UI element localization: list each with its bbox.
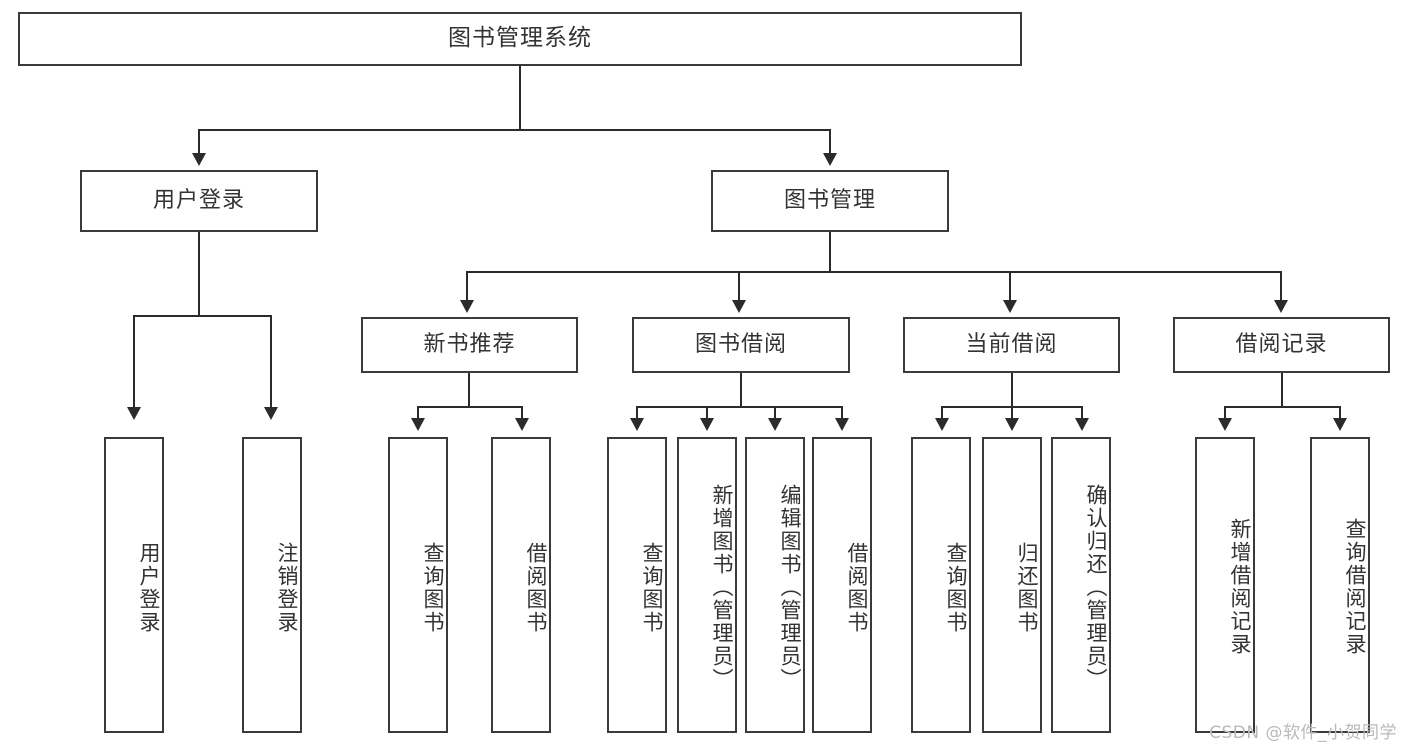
node-label: 用户登录 bbox=[152, 187, 245, 213]
leaf-bb-borrow-book[interactable]: 借阅图书 bbox=[812, 437, 872, 733]
node-label: 查询图书 bbox=[944, 542, 968, 634]
node-label: 新书推荐 bbox=[423, 331, 516, 357]
arrow-nbr-to-leaf-1 bbox=[411, 418, 425, 431]
connector-nbr-bus bbox=[417, 406, 522, 408]
node-label: 图书管理 bbox=[783, 187, 876, 213]
node-user-login[interactable]: 用户登录 bbox=[80, 170, 318, 232]
arrow-br-to-leaf-1 bbox=[1218, 418, 1232, 431]
connector-br-bus bbox=[1224, 406, 1340, 408]
arrow-bm-to-borrow-record bbox=[1274, 300, 1288, 313]
node-root-book-management-system[interactable]: 图书管理系统 bbox=[18, 12, 1022, 66]
node-label: 借阅记录 bbox=[1235, 331, 1328, 357]
node-borrow-record[interactable]: 借阅记录 bbox=[1173, 317, 1390, 373]
connector-bm-to-new-book bbox=[466, 271, 468, 303]
node-new-book-recommend[interactable]: 新书推荐 bbox=[361, 317, 578, 373]
leaf-br-add-record[interactable]: 新增借阅记录 bbox=[1195, 437, 1255, 733]
connector-book-management-stem bbox=[829, 232, 831, 272]
connector-user-login-stem bbox=[198, 232, 200, 316]
connector-bm-to-borrow-record bbox=[1280, 271, 1282, 303]
connector-cb-to-leaf-2 bbox=[1011, 406, 1013, 421]
connector-br-to-leaf-2 bbox=[1339, 406, 1341, 421]
arrow-root-to-user-login bbox=[192, 153, 206, 166]
connector-bb-stem bbox=[740, 373, 742, 407]
leaf-user-login[interactable]: 用户登录 bbox=[104, 437, 164, 733]
arrow-user-login-to-leaf-2 bbox=[264, 407, 278, 420]
node-label: 新增借阅记录 bbox=[1228, 518, 1252, 656]
leaf-nbr-borrow-book[interactable]: 借阅图书 bbox=[491, 437, 551, 733]
connector-bb-to-leaf-1 bbox=[636, 406, 638, 421]
node-label: 借阅图书 bbox=[524, 542, 548, 634]
node-label: 图书管理系统 bbox=[448, 25, 592, 52]
arrow-bb-to-leaf-4 bbox=[835, 418, 849, 431]
connector-nbr-to-leaf-1 bbox=[417, 406, 419, 421]
arrow-bb-to-leaf-2 bbox=[700, 418, 714, 431]
node-label: 借阅图书 bbox=[845, 542, 869, 634]
connector-bm-to-current-borrow bbox=[1009, 271, 1011, 303]
leaf-bb-add-book-admin[interactable]: 新增图书（管理员） bbox=[677, 437, 737, 733]
node-label: 查询借阅记录 bbox=[1343, 518, 1367, 656]
arrow-cb-to-leaf-1 bbox=[935, 418, 949, 431]
leaf-nbr-query-book[interactable]: 查询图书 bbox=[388, 437, 448, 733]
leaf-cb-query-book[interactable]: 查询图书 bbox=[911, 437, 971, 733]
node-label: 新增图书（管理员） bbox=[710, 483, 734, 691]
node-label: 编辑图书（管理员） bbox=[778, 483, 802, 691]
leaf-cb-return-book[interactable]: 归还图书 bbox=[982, 437, 1042, 733]
node-label: 用户登录 bbox=[137, 542, 161, 634]
connector-bb-to-leaf-4 bbox=[841, 406, 843, 421]
node-current-borrow[interactable]: 当前借阅 bbox=[903, 317, 1120, 373]
leaf-cb-confirm-return-admin[interactable]: 确认归还（管理员） bbox=[1051, 437, 1111, 733]
connector-nbr-to-leaf-2 bbox=[521, 406, 523, 421]
node-label: 确认归还（管理员） bbox=[1084, 483, 1108, 691]
node-book-management[interactable]: 图书管理 bbox=[711, 170, 949, 232]
arrow-bb-to-leaf-1 bbox=[630, 418, 644, 431]
connector-root-bus bbox=[199, 129, 831, 131]
arrow-nbr-to-leaf-2 bbox=[515, 418, 529, 431]
connector-cb-to-leaf-3 bbox=[1081, 406, 1083, 421]
connector-cb-to-leaf-1 bbox=[941, 406, 943, 421]
connector-br-stem bbox=[1281, 373, 1283, 407]
connector-book-management-bus bbox=[466, 271, 1282, 273]
leaf-bb-edit-book-admin[interactable]: 编辑图书（管理员） bbox=[745, 437, 805, 733]
connector-bb-to-leaf-2 bbox=[706, 406, 708, 421]
arrow-bm-to-current-borrow bbox=[1003, 300, 1017, 313]
arrow-bm-to-new-book bbox=[460, 300, 474, 313]
arrow-br-to-leaf-2 bbox=[1333, 418, 1347, 431]
connector-root-stem bbox=[519, 66, 521, 129]
connector-cb-stem bbox=[1011, 373, 1013, 407]
node-label: 查询图书 bbox=[421, 542, 445, 634]
node-label: 归还图书 bbox=[1015, 542, 1039, 634]
arrow-cb-to-leaf-3 bbox=[1075, 418, 1089, 431]
connector-user-login-to-leaf-2 bbox=[270, 315, 272, 410]
node-label: 注销登录 bbox=[275, 542, 299, 634]
node-label: 当前借阅 bbox=[965, 331, 1058, 357]
connector-nbr-stem bbox=[468, 373, 470, 407]
arrow-root-to-book-management bbox=[823, 153, 837, 166]
leaf-br-query-record[interactable]: 查询借阅记录 bbox=[1310, 437, 1370, 733]
leaf-logout[interactable]: 注销登录 bbox=[242, 437, 302, 733]
connector-bb-to-leaf-3 bbox=[774, 406, 776, 421]
arrow-bb-to-leaf-3 bbox=[768, 418, 782, 431]
connector-root-to-book-management bbox=[829, 129, 831, 156]
connector-user-login-bus bbox=[133, 315, 271, 317]
connector-bm-to-book-borrow bbox=[738, 271, 740, 303]
leaf-bb-query-book[interactable]: 查询图书 bbox=[607, 437, 667, 733]
arrow-bm-to-book-borrow bbox=[732, 300, 746, 313]
node-label: 图书借阅 bbox=[694, 331, 787, 357]
connector-bb-bus bbox=[636, 406, 842, 408]
connector-user-login-to-leaf-1 bbox=[133, 315, 135, 410]
connector-root-to-user-login bbox=[198, 129, 200, 156]
csdn-watermark: CSDN @软件_小贺同学 bbox=[1209, 723, 1397, 743]
arrow-cb-to-leaf-2 bbox=[1005, 418, 1019, 431]
connector-br-to-leaf-1 bbox=[1224, 406, 1226, 421]
arrow-user-login-to-leaf-1 bbox=[127, 407, 141, 420]
node-book-borrow[interactable]: 图书借阅 bbox=[632, 317, 850, 373]
node-label: 查询图书 bbox=[640, 542, 664, 634]
